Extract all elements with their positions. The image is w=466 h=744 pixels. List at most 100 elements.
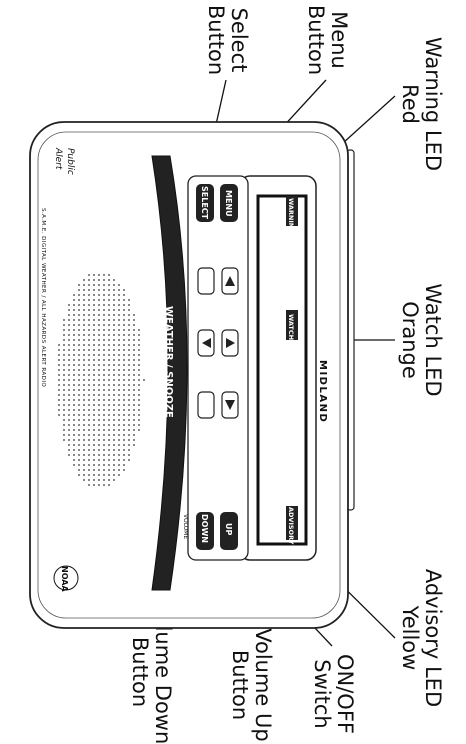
speaker-hole xyxy=(93,294,95,296)
speaker-hole xyxy=(73,429,75,431)
speaker-hole xyxy=(103,359,105,361)
speaker-hole xyxy=(68,379,70,381)
speaker-hole xyxy=(123,394,125,396)
volume-up-button[interactable] xyxy=(220,512,238,550)
speaker-hole xyxy=(83,419,85,421)
speaker-hole xyxy=(83,364,85,366)
speaker-hole xyxy=(83,429,85,431)
speaker-hole xyxy=(58,384,60,386)
up-arrow-icon xyxy=(226,338,235,348)
speaker-hole xyxy=(128,304,130,306)
speaker-hole xyxy=(83,309,85,311)
right-arrow-icon xyxy=(225,400,235,410)
speaker-hole xyxy=(68,324,70,326)
speaker-hole xyxy=(103,399,105,401)
speaker-hole xyxy=(88,369,90,371)
speaker-hole xyxy=(108,409,110,411)
speaker-hole xyxy=(93,459,95,461)
speaker-hole xyxy=(113,354,115,356)
volume-down-button[interactable] xyxy=(196,512,214,550)
speaker-hole xyxy=(68,399,70,401)
speaker-hole xyxy=(93,469,95,471)
speaker-hole xyxy=(103,309,105,311)
speaker-hole xyxy=(128,419,130,421)
speaker-hole xyxy=(123,374,125,376)
speaker-hole xyxy=(138,384,140,386)
speaker-hole xyxy=(98,474,100,476)
speaker-hole xyxy=(123,334,125,336)
speaker-hole xyxy=(78,384,80,386)
speaker-hole xyxy=(98,379,100,381)
speaker-hole xyxy=(98,359,100,361)
speaker-hole xyxy=(113,299,115,301)
speaker-hole xyxy=(118,429,120,431)
speaker-hole xyxy=(118,329,120,331)
speaker-hole xyxy=(93,404,95,406)
speaker-hole xyxy=(108,404,110,406)
speaker-hole xyxy=(93,289,95,291)
speaker-hole xyxy=(98,274,100,276)
speaker-hole xyxy=(93,324,95,326)
speaker-hole xyxy=(108,379,110,381)
speaker-hole xyxy=(73,334,75,336)
speaker-hole xyxy=(123,379,125,381)
speaker-hole xyxy=(78,389,80,391)
speaker-hole xyxy=(78,374,80,376)
speaker-hole xyxy=(73,414,75,416)
speaker-hole xyxy=(113,414,115,416)
speaker-hole xyxy=(103,409,105,411)
speaker-hole xyxy=(63,404,65,406)
speaker-hole xyxy=(128,409,130,411)
speaker-hole xyxy=(113,309,115,311)
speaker-hole xyxy=(83,439,85,441)
speaker-hole xyxy=(108,419,110,421)
speaker-hole xyxy=(98,314,100,316)
speaker-hole xyxy=(128,459,130,461)
weather-snooze-button[interactable] xyxy=(151,155,188,591)
speaker-hole xyxy=(68,454,70,456)
speaker-hole xyxy=(63,344,65,346)
speaker-hole xyxy=(128,384,130,386)
speaker-hole xyxy=(108,339,110,341)
speaker-hole xyxy=(73,444,75,446)
speaker-hole xyxy=(93,434,95,436)
speaker-hole xyxy=(113,449,115,451)
public-alert-line2: Alert xyxy=(53,147,63,170)
speaker-hole xyxy=(83,459,85,461)
speaker-hole xyxy=(108,279,110,281)
speaker-hole xyxy=(83,304,85,306)
speaker-hole xyxy=(98,479,100,481)
speaker-hole xyxy=(78,334,80,336)
speaker-hole xyxy=(93,354,95,356)
select-button[interactable] xyxy=(196,184,214,222)
speaker-hole xyxy=(88,379,90,381)
speaker-hole xyxy=(103,464,105,466)
speaker-hole xyxy=(128,429,130,431)
arrow-button-bottom-left[interactable] xyxy=(197,267,215,295)
speaker-hole xyxy=(138,369,140,371)
arrow-button-bottom-right[interactable] xyxy=(197,391,215,419)
speaker-hole xyxy=(103,314,105,316)
speaker-hole xyxy=(133,434,135,436)
speaker-hole xyxy=(73,399,75,401)
speaker-hole xyxy=(73,389,75,391)
speaker-hole xyxy=(138,359,140,361)
speaker-hole xyxy=(88,449,90,451)
menu-button[interactable] xyxy=(220,184,238,222)
speaker-hole xyxy=(78,459,80,461)
speaker-hole xyxy=(133,344,135,346)
speaker-hole xyxy=(118,394,120,396)
speaker-hole xyxy=(103,319,105,321)
speaker-hole xyxy=(73,329,75,331)
speaker-hole xyxy=(118,474,120,476)
speaker-hole xyxy=(108,334,110,336)
speaker-hole xyxy=(103,434,105,436)
speaker-hole xyxy=(108,284,110,286)
speaker-hole xyxy=(108,459,110,461)
speaker-hole xyxy=(93,389,95,391)
speaker-hole xyxy=(113,314,115,316)
speaker-hole xyxy=(78,409,80,411)
speaker-hole xyxy=(123,449,125,451)
speaker-hole xyxy=(78,414,80,416)
speaker-hole xyxy=(83,449,85,451)
